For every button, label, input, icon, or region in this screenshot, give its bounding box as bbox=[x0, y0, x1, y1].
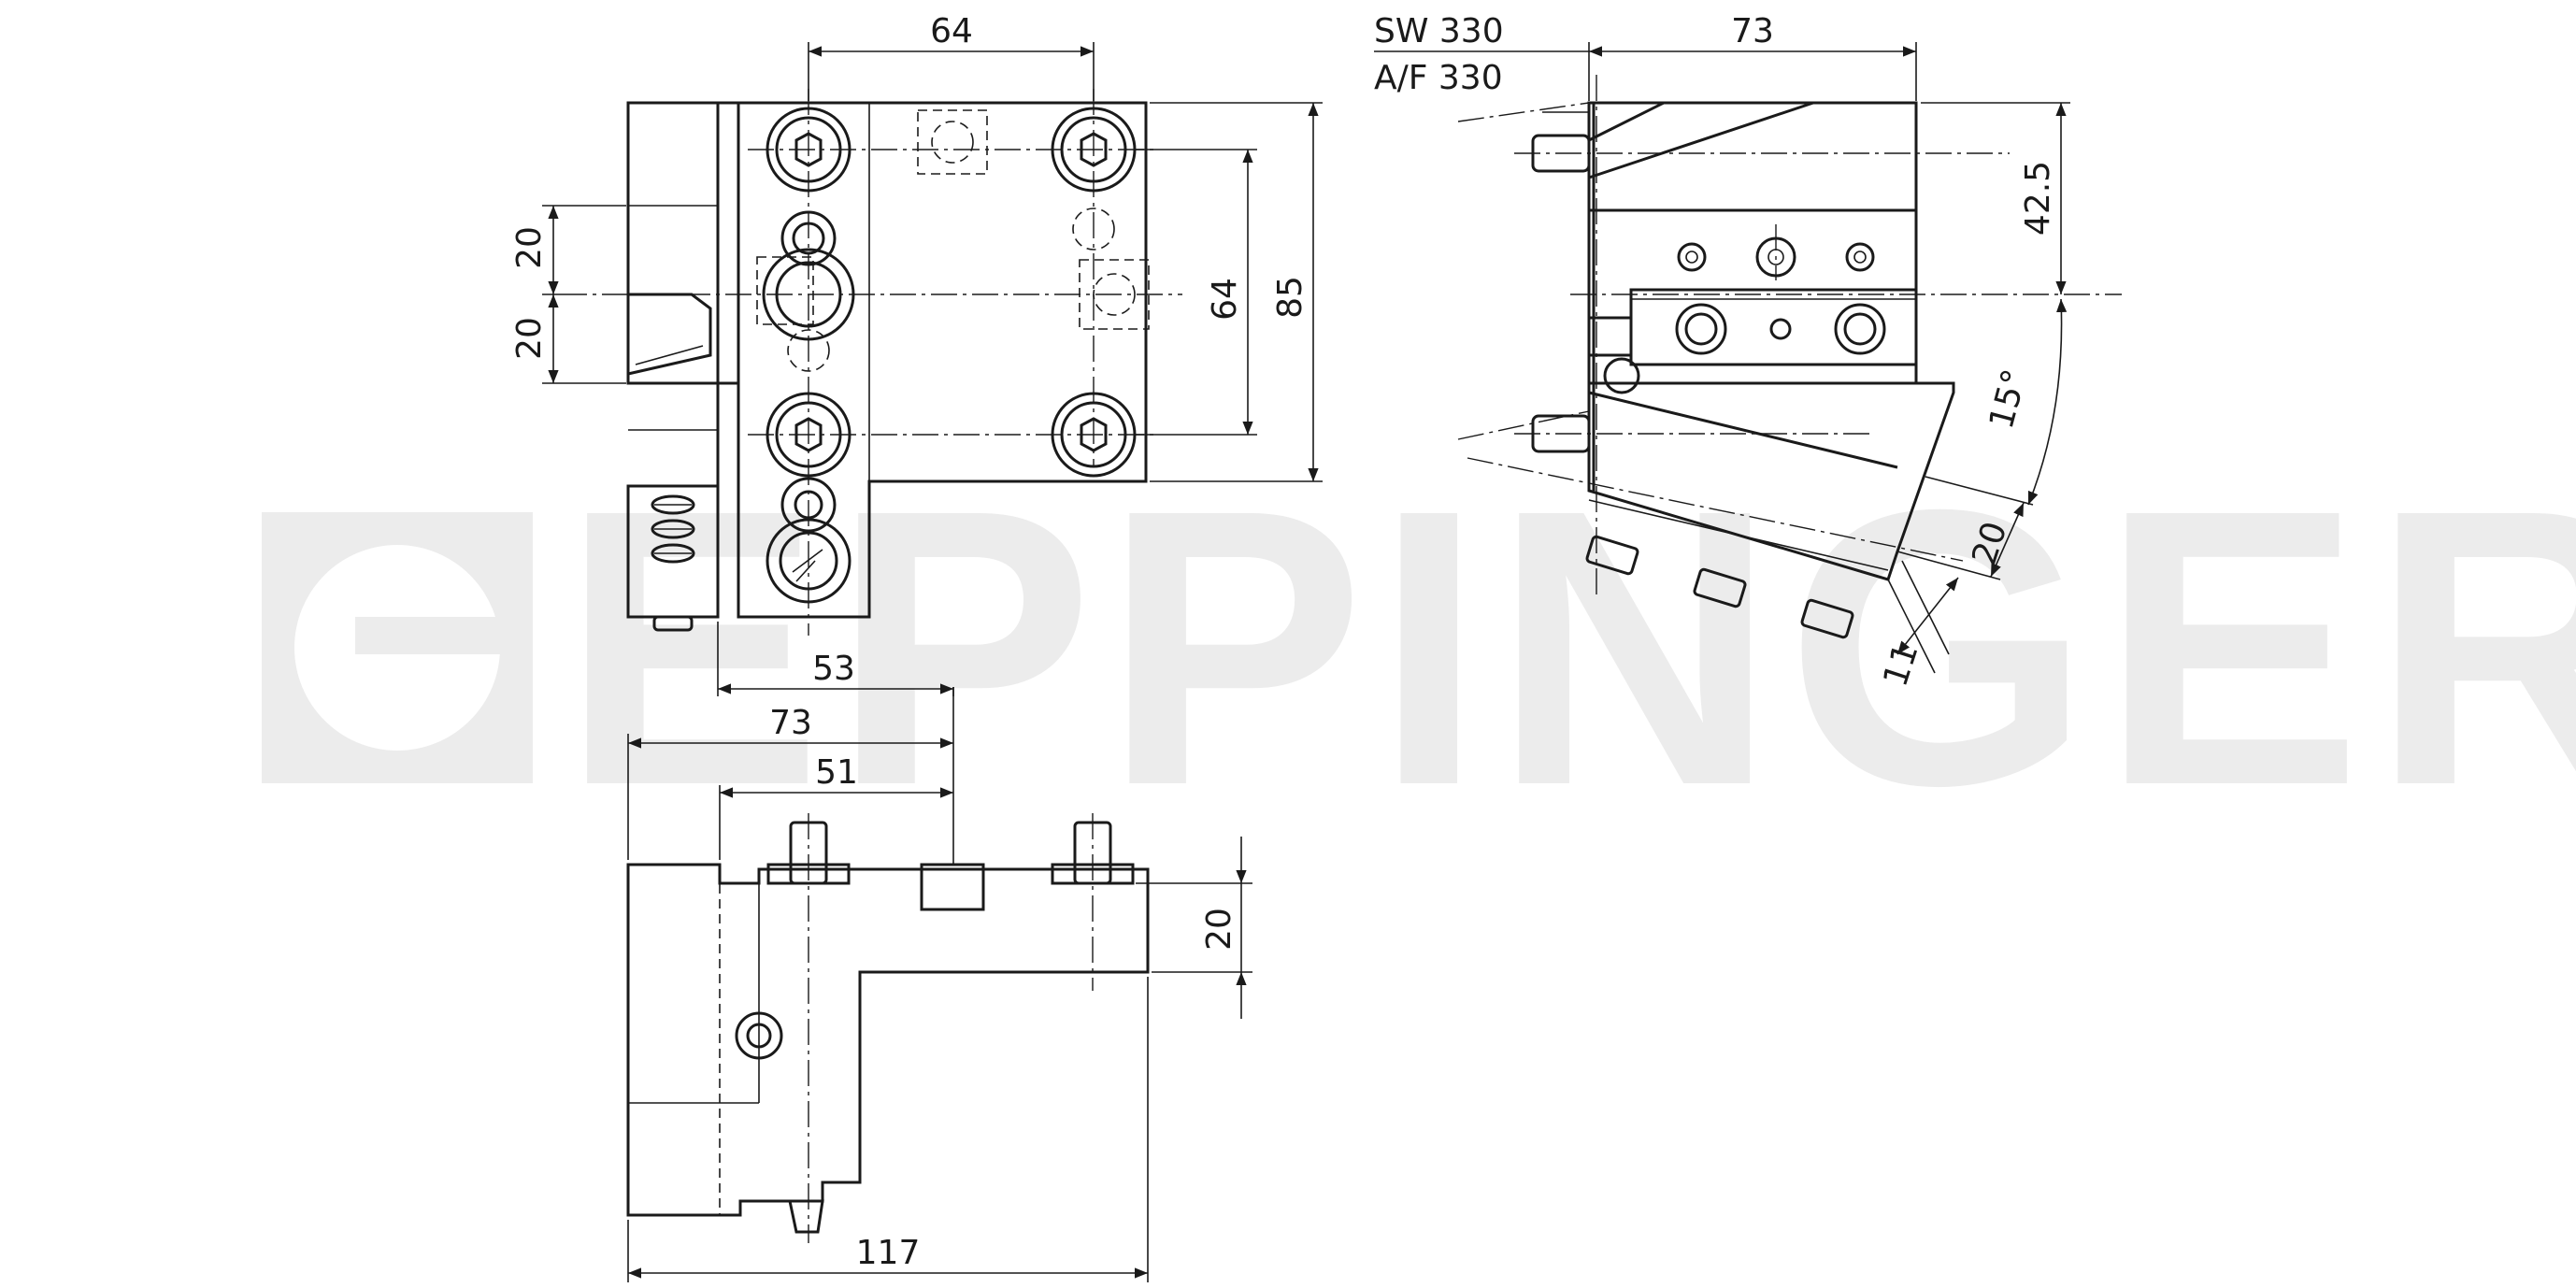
dim-side-42-5: 42.5 bbox=[2019, 161, 2057, 236]
watermark-text: EPPINGER bbox=[561, 429, 2576, 867]
spanner-label-sw: SW 330 bbox=[1374, 12, 1504, 50]
dim-front-bottom-53: 53 bbox=[812, 650, 855, 688]
dim-top-20: 20 bbox=[1200, 908, 1238, 951]
dim-side-top-73: 73 bbox=[1731, 12, 1774, 50]
dim-front-right-85: 85 bbox=[1271, 276, 1309, 319]
side-view: SW 330 A/F 330 bbox=[1374, 12, 2122, 692]
dim-top-73: 73 bbox=[769, 704, 812, 742]
watermark: EPPINGER bbox=[262, 429, 2576, 867]
dim-front-right-64: 64 bbox=[1206, 278, 1244, 321]
dim-front-top-64: 64 bbox=[930, 12, 973, 50]
dim-side-angle-15: 15° bbox=[1982, 365, 2035, 433]
top-view: 73 51 20 117 bbox=[626, 687, 1252, 1282]
dim-front-upper-20: 20 bbox=[510, 226, 549, 269]
dim-top-51: 51 bbox=[815, 753, 858, 792]
front-view: 64 20 20 64 85 53 bbox=[510, 12, 1323, 696]
dim-front-lower-20: 20 bbox=[510, 317, 549, 360]
dim-top-117: 117 bbox=[856, 1234, 921, 1272]
spanner-label-af: A/F 330 bbox=[1374, 59, 1503, 97]
